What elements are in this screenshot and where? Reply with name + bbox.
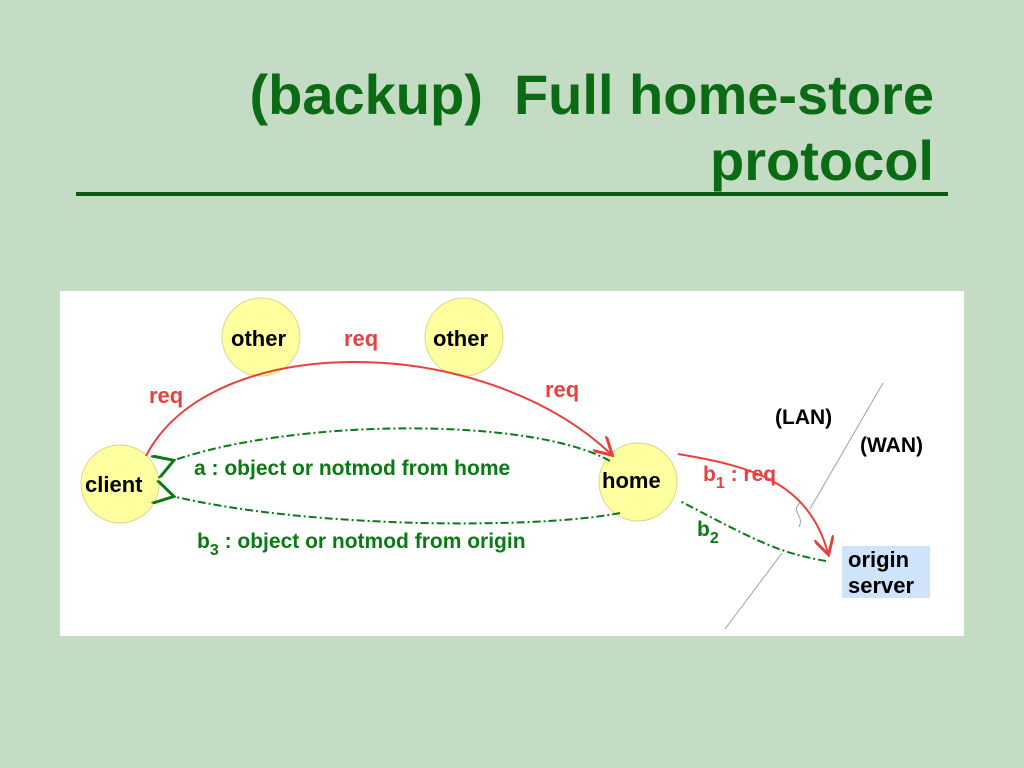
a-label: a : object or notmod from home — [194, 457, 510, 480]
request-arrow-home-to-origin — [677, 453, 828, 553]
b2-label: b2 — [697, 518, 719, 547]
home-node — [598, 442, 678, 522]
b3-label: b3 : object or notmod from origin — [197, 530, 526, 559]
b3-base: b — [197, 530, 210, 553]
lan-wan-boundary-lower — [724, 552, 783, 630]
other-node-left — [221, 297, 301, 377]
response-arrow-a — [172, 427, 611, 461]
b1-req-label: b1 : req — [703, 463, 776, 492]
client-label: client — [85, 472, 143, 497]
req-label-right: req — [545, 377, 579, 402]
b2-base: b — [697, 518, 710, 541]
protocol-diagram: client other other home origin server re… — [60, 291, 964, 636]
b2-subscript: 2 — [710, 530, 719, 547]
origin-label-line2: server — [848, 573, 915, 598]
req-label-top: req — [344, 326, 378, 351]
b1-base: b — [703, 463, 716, 486]
response-arrow-b2 — [679, 500, 827, 562]
lan-label: (LAN) — [775, 406, 832, 429]
wan-label: (WAN) — [860, 434, 923, 457]
b1-text: : req — [725, 463, 776, 486]
response-arrow-b3 — [172, 496, 621, 525]
b3-subscript: 3 — [210, 542, 219, 559]
lan-wan-boundary-upper — [809, 382, 884, 510]
b3-text: : object or notmod from origin — [219, 530, 526, 553]
other-label-left: other — [231, 326, 286, 351]
b1-subscript: 1 — [716, 475, 725, 492]
home-label: home — [602, 468, 661, 493]
origin-server-box — [842, 546, 930, 598]
diagram-canvas: client other other home origin server re… — [80, 297, 930, 630]
boundary-squiggle — [795, 502, 801, 528]
slide-title: (backup) Full home-store protocol — [249, 63, 935, 192]
request-arrow-client-to-home — [145, 361, 611, 456]
other-label-right: other — [433, 326, 488, 351]
req-label-left: req — [149, 383, 183, 408]
title-underline — [76, 192, 948, 196]
origin-label-line1: origin — [848, 547, 909, 572]
